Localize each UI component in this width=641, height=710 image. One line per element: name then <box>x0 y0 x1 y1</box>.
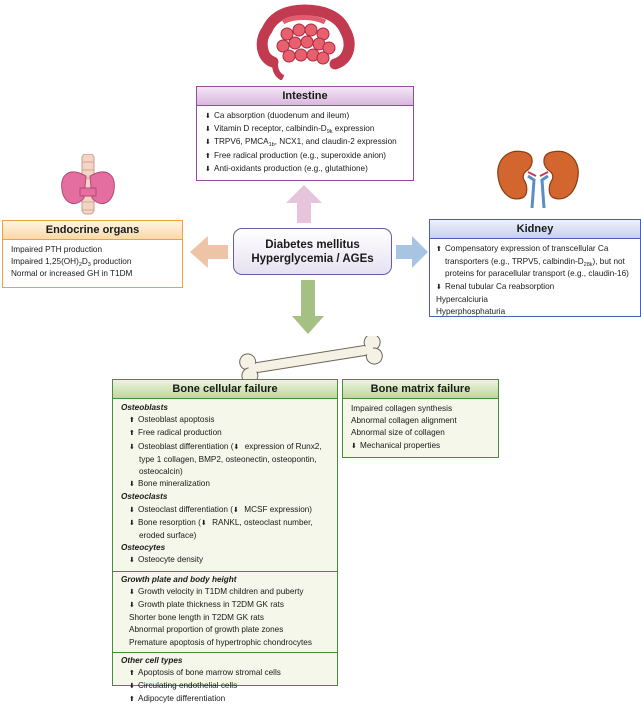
center-line1: Diabetes mellitus <box>265 239 360 251</box>
osteoclasts-heading: Osteoclasts <box>121 492 168 502</box>
list-item: ⬇Bone mineralization <box>121 478 331 491</box>
up-arrow-icon: ⬆ <box>436 246 442 253</box>
thyroid-icon <box>61 154 115 215</box>
osteocytes-heading: Osteocytes <box>121 543 166 553</box>
up-arrow-icon: ⬆ <box>129 417 135 425</box>
other-section: Other cell types ⬆Apoptosis of bone marr… <box>113 651 337 710</box>
up-arrow-icon: ⬆ <box>129 670 135 678</box>
down-arrow-icon: ⬇ <box>129 602 135 610</box>
list-item: ⬇Anti-oxidants production (e.g., glutath… <box>205 163 407 176</box>
down-arrow-icon: ⬇ <box>129 506 135 514</box>
kidney-icon <box>497 150 579 209</box>
list-item: Impaired 1,25(OH)2D3 production <box>11 257 132 269</box>
kidney-title: Kidney <box>430 220 640 239</box>
list-item: Impaired PTH production <box>11 245 103 254</box>
arrow-to-bone <box>292 280 324 334</box>
down-arrow-icon: ⬇ <box>129 683 135 691</box>
list-item: ⬇Mechanical properties <box>351 440 492 453</box>
bone-icon <box>239 336 383 382</box>
bone-cellular-box: Bone cellular failure Osteoblasts ⬆Osteo… <box>112 379 338 703</box>
list-item: ⬆Osteoblast apoptosis <box>121 414 331 427</box>
list-item: ⬇Osteoclast differentiation (⬇ MCSF expr… <box>121 504 331 517</box>
bone-cellular-title: Bone cellular failure <box>113 380 337 399</box>
intestine-icon <box>256 4 355 80</box>
endocrine-box: Endocrine organs Impaired PTH production… <box>2 220 183 288</box>
list-item: ⬆Apoptosis of bone marrow stromal cells <box>121 667 331 680</box>
endocrine-title: Endocrine organs <box>3 221 182 240</box>
list-item: ⬆Free radical production (e.g., superoxi… <box>205 150 407 163</box>
list-item: Abnormal proportion of growth plate zone… <box>129 625 284 635</box>
arrow-to-kidney <box>396 236 428 268</box>
up-arrow-icon: ⬆ <box>129 430 135 438</box>
down-arrow-icon: ⬇ <box>129 588 135 596</box>
down-arrow-icon: ⬇ <box>232 506 239 514</box>
bone-matrix-box: Bone matrix failure Impaired collagen sy… <box>342 379 499 458</box>
list-item: ⬇Ca absorption (duodenum and ileum) <box>205 110 407 123</box>
growth-section: Growth plate and body height ⬇Growth vel… <box>113 570 337 652</box>
list-item: ⬇Circulating endothelial cells <box>121 680 331 693</box>
list-item: Abnormal collagen alignment <box>351 416 457 426</box>
list-item: ⬇Vitamin D receptor, calbindin-D9k expre… <box>205 124 375 136</box>
diabetes-center-box: Diabetes mellitus Hyperglycemia / AGEs <box>233 228 392 275</box>
down-arrow-icon: ⬇ <box>200 519 207 527</box>
list-item-cont: proteins for paracellular transport (e.g… <box>445 269 629 279</box>
other-heading: Other cell types <box>121 655 183 665</box>
list-item: ⬇TRPV6, PMCA1b, NCX1, and claudin-2 expr… <box>205 137 397 149</box>
growth-heading: Growth plate and body height <box>121 574 237 584</box>
down-arrow-icon: ⬇ <box>129 481 135 489</box>
arrow-to-endocrine <box>190 236 228 268</box>
list-item: Normal or increased GH in T1DM <box>11 269 133 279</box>
down-arrow-icon: ⬇ <box>233 443 240 451</box>
intestine-title: Intestine <box>197 87 413 106</box>
list-item: ⬇Bone resorption (⬇ RANKL, osteoclast nu… <box>121 517 331 530</box>
list-item-cont: osteocalcin) <box>139 467 183 477</box>
up-arrow-icon: ⬆ <box>205 152 211 160</box>
list-item: ⬇Osteocyte density <box>121 554 331 567</box>
list-item: Impaired collagen synthesis <box>351 404 453 413</box>
list-item: ⬆Adipocyte differentiation <box>121 693 331 706</box>
list-item: ⬇Renal tubular Ca reabsorption <box>436 281 634 294</box>
osteoblasts-heading: Osteoblasts <box>121 403 168 412</box>
center-line2: Hyperglycemia / AGEs <box>251 253 374 265</box>
down-arrow-icon: ⬇ <box>129 443 135 451</box>
down-arrow-icon: ⬇ <box>351 442 357 450</box>
list-item-cont: transporters (e.g., TRPV5, calbindin-D28… <box>445 257 625 269</box>
list-item: ⬇Growth velocity in T1DM children and pu… <box>121 586 331 599</box>
down-arrow-icon: ⬇ <box>205 113 211 120</box>
list-item: ⬇Growth plate thickness in T2DM GK rats <box>121 599 331 612</box>
list-item: ⬇Osteoblast differentiation (⬇ expressio… <box>121 441 331 454</box>
kidney-box: Kidney ⬆Compensatory expression of trans… <box>429 219 641 317</box>
list-item: Hyperphosphaturia <box>436 307 506 317</box>
arrow-to-intestine <box>286 185 322 223</box>
list-item: Abnormal size of collagen <box>351 428 445 438</box>
down-arrow-icon: ⬇ <box>205 139 211 147</box>
list-item: Shorter bone length in T2DM GK rats <box>129 613 265 623</box>
up-arrow-icon: ⬆ <box>129 696 135 704</box>
down-arrow-icon: ⬇ <box>205 126 211 134</box>
list-item: ⬆Compensatory expression of transcellula… <box>436 243 634 256</box>
list-item: Premature apoptosis of hypertrophic chon… <box>129 637 312 647</box>
list-item-cont: eroded surface) <box>139 531 197 541</box>
down-arrow-icon: ⬇ <box>129 557 135 565</box>
list-item: Hypercalciuria <box>436 294 488 304</box>
bone-matrix-title: Bone matrix failure <box>343 380 498 399</box>
down-arrow-icon: ⬇ <box>436 283 442 291</box>
list-item: ⬆Free radical production <box>121 427 331 440</box>
down-arrow-icon: ⬇ <box>205 165 211 173</box>
list-item-cont: type 1 collagen, BMP2, osteonectin, oste… <box>139 454 317 464</box>
intestine-box: Intestine ⬇Ca absorption (duodenum and i… <box>196 86 414 181</box>
down-arrow-icon: ⬇ <box>129 519 135 527</box>
